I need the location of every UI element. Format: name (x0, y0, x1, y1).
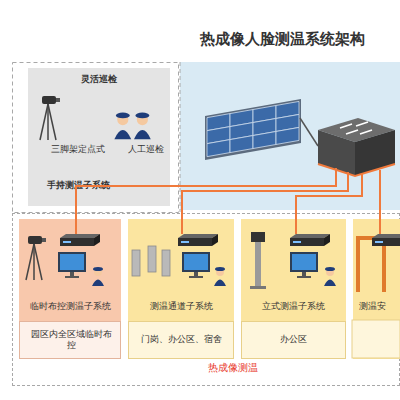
dashed-divider (180, 62, 181, 212)
node-label: 立式测温子系统 (241, 301, 346, 312)
node-label: 人工巡检 (122, 144, 170, 155)
node-box: 门岗、办公区、宿舍 (128, 321, 234, 359)
nvr-box (290, 234, 330, 246)
network-wires (76, 168, 380, 234)
node-box: 立式测温子系统办公区 (241, 219, 346, 359)
video-wire (300, 118, 318, 146)
wall-frame (205, 99, 301, 160)
video-wall (205, 99, 301, 160)
node-label: 灵活巡检 (28, 74, 170, 85)
patrol-person (134, 113, 151, 140)
node-box: 热成像测温临时布控测温子系统园区内全区域临时布控测温通道子系统门岗、办公区、宿舍… (12, 213, 400, 386)
dashed-frame (13, 63, 179, 213)
nvr-box (60, 234, 100, 246)
diagram-title: 热成像人脸测温系统架构 (200, 30, 365, 49)
monitor (58, 252, 86, 278)
security-gate (358, 238, 384, 292)
node-label: 热成像测温 (183, 362, 283, 375)
place-box (352, 320, 400, 358)
node-label: 手持测温子系统 (30, 180, 126, 191)
node-label: 临时布控测温子系统 (19, 301, 121, 312)
node-label: 测温安 (359, 301, 400, 312)
node-box: 园区内全区域临时布控 (19, 321, 121, 359)
turnstile-gates (132, 246, 170, 276)
node-label: 门岗、办公区、宿舍 (133, 322, 229, 358)
node-label: 办公区 (246, 322, 341, 358)
node-box: 灵活巡检三脚架定点式 人工巡检手持测温子系统 (28, 68, 170, 206)
tripod-camera (26, 236, 46, 280)
blue-panel (180, 62, 400, 210)
operator (214, 267, 226, 286)
node-label: 测温通道子系统 (128, 301, 234, 312)
monitor (290, 252, 318, 278)
wall-screens (207, 101, 299, 156)
node-label: 园区内全区域临时布控 (28, 322, 114, 358)
nvr-box (372, 234, 400, 246)
node-box: 临时布控测温子系统园区内全区域临时布控 (19, 219, 121, 359)
nvr-box (178, 234, 218, 246)
node-label: 三脚架定点式 (46, 144, 110, 155)
standing-terminal (250, 232, 266, 289)
node-box: 办公区 (241, 321, 346, 359)
monitor (182, 252, 210, 278)
node-box: 测温通道子系统门岗、办公区、宿舍 (128, 219, 234, 359)
node-box: 测温安 (353, 219, 400, 359)
patrol-person (114, 113, 131, 140)
tripod-camera (40, 96, 60, 140)
operator (324, 267, 336, 286)
operator (92, 267, 104, 286)
network-switch (318, 118, 395, 176)
